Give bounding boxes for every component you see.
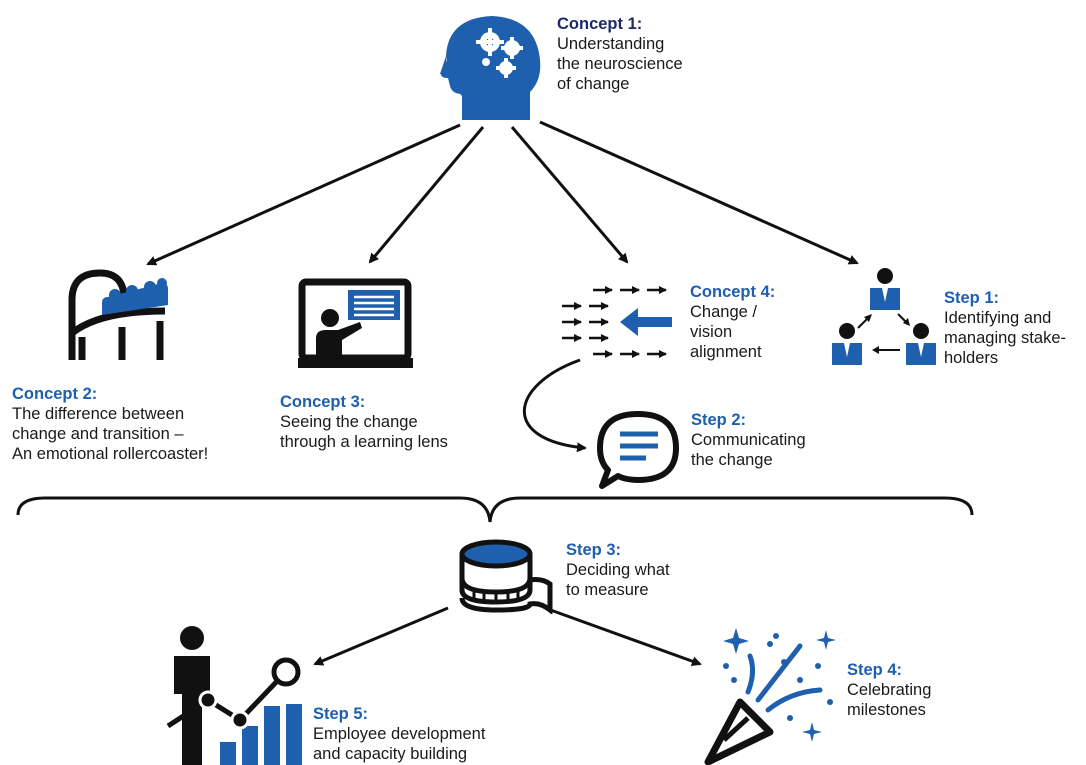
party-popper-icon: [704, 628, 836, 765]
concept1-title: Concept 1:: [557, 15, 643, 33]
arrow-concept1-to-concept4: [510, 126, 629, 264]
arrow-concept4-to-step2: [523, 358, 587, 453]
concept3-text: Seeing the change through a learning len…: [280, 413, 448, 451]
step2-text: Communicating the change: [691, 431, 806, 469]
step3-label: Step 3: Deciding what to measure: [566, 540, 670, 600]
step3-text: Deciding what to measure: [566, 561, 670, 599]
brace: [16, 496, 974, 523]
step1-text: Identifying and managing stake- holders: [944, 309, 1066, 367]
arrow-concept1-to-concept3: [368, 126, 485, 264]
arrow-step3-to-step4: [544, 606, 702, 666]
step5-text: Employee development and capacity buildi…: [313, 725, 486, 763]
measuring-tape-icon: [459, 539, 553, 614]
teacher-at-board-icon: [298, 278, 413, 368]
aligning-arrows-icon: [562, 286, 672, 358]
step1-label: Step 1: Identifying and managing stake- …: [944, 288, 1066, 368]
concept2-label: Concept 2: The difference between change…: [12, 384, 208, 464]
step4-label: Step 4: Celebrating milestones: [847, 660, 931, 720]
rollercoaster-icon: [68, 269, 168, 360]
concept2-text: The difference between change and transi…: [12, 405, 209, 463]
concept3-title: Concept 3:: [280, 393, 366, 411]
step4-title: Step 4:: [847, 661, 903, 679]
arrow-concept1-to-concept2: [146, 123, 461, 266]
concept3-label: Concept 3: Seeing the change through a l…: [280, 392, 448, 452]
step4-text: Celebrating milestones: [847, 681, 932, 719]
step5-title: Step 5:: [313, 705, 369, 723]
step2-title: Step 2:: [691, 411, 747, 429]
step3-title: Step 3:: [566, 541, 622, 559]
concept4-label: Concept 4: Change / vision alignment: [690, 282, 775, 362]
person-growth-chart-icon: [166, 626, 302, 765]
concept2-title: Concept 2:: [12, 385, 98, 403]
speech-bubble-icon: [597, 411, 679, 489]
concept4-title: Concept 4:: [690, 283, 776, 301]
step2-label: Step 2: Communicating the change: [691, 410, 806, 470]
concept4-text: Change / vision alignment: [690, 303, 762, 361]
arrow-concept1-to-step1: [539, 120, 859, 265]
stakeholders-network-icon: [832, 268, 936, 365]
head-with-gears-icon: [440, 16, 541, 120]
concept1-text: Understanding the neuroscience of change: [557, 35, 683, 93]
arrow-step3-to-step5: [313, 606, 449, 666]
step5-label: Step 5: Employee development and capacit…: [313, 704, 485, 764]
concept1-label: Concept 1: Understanding the neuroscienc…: [557, 14, 683, 94]
step1-title: Step 1:: [944, 289, 1000, 307]
